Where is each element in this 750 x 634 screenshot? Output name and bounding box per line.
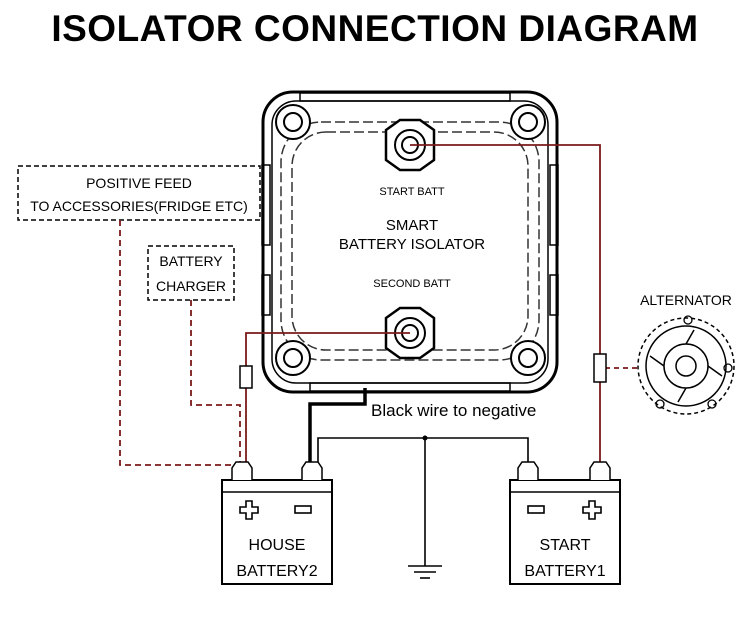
positive-feed-box: POSITIVE FEED TO ACCESSORIES(FRIDGE ETC)	[17, 165, 261, 221]
black-wire-label: Black wire to negative	[371, 401, 536, 420]
house-fuse-icon	[239, 365, 253, 389]
isolator-name-line1: SMART	[386, 217, 438, 234]
diagram-title: ISOLATOR CONNECTION DIAGRAM	[51, 8, 699, 49]
plus-icon	[582, 500, 602, 520]
mounting-hole-icon	[510, 340, 546, 376]
start-battery-line1: START	[540, 537, 591, 554]
wiring	[119, 144, 640, 566]
black-negative-wire	[308, 388, 367, 462]
start-batt-label: START BATT	[379, 186, 444, 198]
second-batt-label: SECOND BATT	[373, 278, 451, 290]
start-battery: START BATTERY1	[509, 461, 621, 585]
second-batt-wire	[245, 332, 410, 366]
minus-icon	[527, 505, 545, 514]
plus-icon	[239, 500, 259, 520]
start-batt-wire	[410, 144, 601, 354]
house-battery-line1: HOUSE	[249, 537, 306, 554]
negative-bus-wire	[317, 437, 529, 462]
start-fuse-icon	[593, 353, 607, 383]
charger-line1: BATTERY	[159, 253, 223, 269]
positive-feed-wire	[119, 220, 232, 466]
house-battery-line2: BATTERY2	[236, 563, 317, 580]
ground-icon	[408, 565, 442, 579]
house-battery: HOUSE BATTERY2	[221, 461, 333, 585]
alternator-label: ALTERNATOR	[640, 292, 732, 308]
positive-feed-line1: POSITIVE FEED	[86, 175, 192, 191]
mounting-hole-icon	[275, 340, 311, 376]
start-battery-line2: BATTERY1	[524, 563, 605, 580]
minus-icon	[294, 505, 312, 514]
alternator-icon	[637, 315, 735, 415]
charger-wire	[190, 300, 241, 462]
isolator-unit: START BATT SMART BATTERY ISOLATOR SECOND…	[261, 90, 559, 394]
mounting-hole-icon	[275, 104, 311, 140]
positive-feed-line2: TO ACCESSORIES(FRIDGE ETC)	[30, 198, 248, 214]
battery-charger-box: BATTERY CHARGER	[147, 245, 235, 301]
charger-line2: CHARGER	[156, 278, 226, 294]
isolator-name-line2: BATTERY ISOLATOR	[339, 236, 485, 253]
mounting-hole-icon	[510, 104, 546, 140]
